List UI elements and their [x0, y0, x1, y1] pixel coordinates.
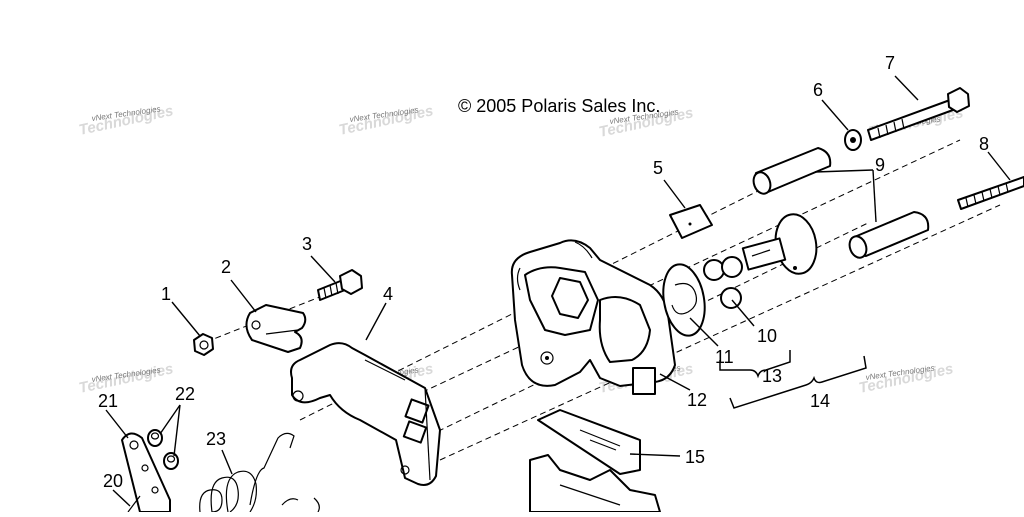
- brace-13: [719, 350, 791, 379]
- ball-bearings-part: [703, 256, 743, 309]
- actuator-shaft-part: [741, 213, 818, 275]
- callout-8: 8: [979, 134, 989, 154]
- torsion-spring-part: [199, 432, 320, 513]
- washer-part: [844, 129, 862, 151]
- spacer-lower-part: [163, 452, 179, 470]
- callout-10: 10: [757, 326, 777, 346]
- callout-23: 23: [206, 429, 226, 449]
- threaded-rod-part: [957, 176, 1024, 210]
- callout-6: 6: [813, 80, 823, 100]
- callout-13: 13: [762, 366, 782, 386]
- callout-12: 12: [687, 390, 707, 410]
- callout-2: 2: [221, 257, 231, 277]
- callout-5: 5: [653, 158, 663, 178]
- brake-housing-part: [510, 239, 676, 395]
- callout-20: 20: [103, 471, 123, 491]
- bushing-upper-part: [752, 147, 832, 195]
- bolt-part: [317, 269, 363, 301]
- callout-9: 9: [875, 155, 885, 175]
- spacer-upper-part: [147, 429, 163, 447]
- callout-4: 4: [383, 284, 393, 304]
- callout-3: 3: [302, 234, 312, 254]
- brake-pad-part: [669, 204, 713, 239]
- leader-lines: [105, 75, 1011, 507]
- callout-14: 14: [810, 391, 830, 411]
- bushing-lower-part: [848, 211, 930, 259]
- bracket-part: [290, 342, 441, 486]
- callout-1: 1: [161, 284, 171, 304]
- callout-11: 11: [715, 347, 734, 367]
- brace-14: [729, 355, 867, 409]
- link-arm-part: [121, 432, 171, 513]
- callout-22: 22: [175, 384, 195, 404]
- callouts: 1 2 3 4 5 6 7 8 9 10 11 12 13 14 15 20 2…: [98, 53, 989, 491]
- callout-7: 7: [885, 53, 895, 73]
- copyright-text: © 2005 Polaris Sales Inc.: [458, 96, 660, 116]
- long-bolt-part: [867, 87, 970, 141]
- part-20-edge: [127, 495, 141, 513]
- callout-15: 15: [685, 447, 705, 467]
- clevis-part: [245, 304, 307, 353]
- cam-plate-part: [662, 263, 706, 337]
- nut-part: [193, 333, 214, 356]
- callout-21: 21: [98, 391, 118, 411]
